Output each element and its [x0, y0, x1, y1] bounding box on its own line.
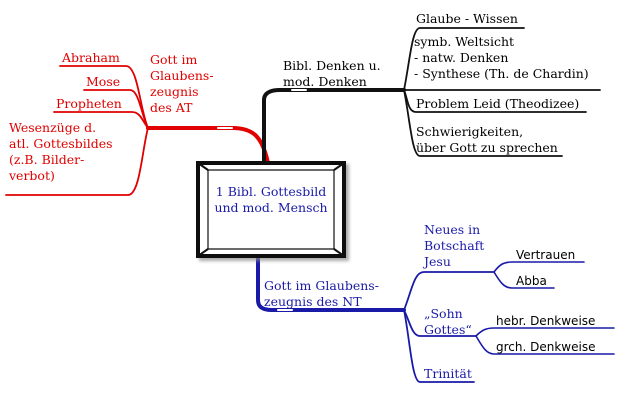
red-connector-propheten [53, 111, 149, 129]
red-item-abraham: Abraham [62, 50, 120, 65]
blue-connector-vertrauen [493, 261, 585, 273]
blue-child-grch: grch. Denkweise [496, 340, 596, 354]
blue-connector-neues [403, 271, 495, 311]
blue-connector-sohn [403, 309, 477, 337]
blue-group-sohn-gottes: „Sohn Gottes“ [424, 306, 472, 337]
blue-connector-trinitaet [403, 309, 475, 383]
blue-main-connector [256, 254, 406, 312]
blue-connector-hebr [475, 327, 615, 337]
red-main-connector [146, 126, 270, 165]
red-item-mose: Mose [86, 74, 121, 89]
blue-connector-grch [475, 335, 615, 355]
center-node-frame [196, 161, 346, 258]
center-node-label: 1 Bibl. Gottesbild und mod. Mensch [214, 184, 328, 215]
black-connector-glaube [403, 27, 525, 91]
red-item-propheten: Propheten [56, 96, 122, 111]
red-item-wesenzuege: Wesenzüge d. atl. Gottesbildes (z.B. Bil… [9, 120, 113, 183]
black-main-connector [262, 88, 406, 165]
black-connector-schwierig [403, 89, 563, 157]
red-main-label: Gott im Glaubens- zeugnis des AT [150, 52, 214, 115]
blue-child-vertrauen: Vertrauen [516, 248, 576, 262]
blue-group-neues: Neues in Botschaft Jesu [424, 222, 485, 269]
blue-group-trinitaet: Trinität [424, 366, 472, 381]
blue-child-abba: Abba [516, 274, 547, 288]
red-connector-wesenzuege [5, 127, 149, 196]
blue-branch-lines [256, 254, 615, 383]
blue-main-label: Gott im Glaubens- zeugnis des NT [264, 278, 379, 309]
black-item-weltsicht: symb. Weltsicht - natw. Denken - Synthes… [414, 34, 589, 81]
blue-child-hebr: hebr. Denkweise [496, 314, 596, 328]
black-item-glaube-wissen: Glaube - Wissen [416, 11, 518, 26]
black-item-schwierigkeiten: Schwierigkeiten, über Gott zu sprechen [416, 124, 558, 155]
red-connector-mose [83, 89, 149, 129]
black-branch-lines [262, 27, 601, 165]
blue-connector-abba [493, 271, 555, 289]
black-main-label: Bibl. Denken u. mod. Denken [283, 58, 381, 89]
black-item-theodizee: Problem Leid (Theodizee) [416, 96, 580, 111]
